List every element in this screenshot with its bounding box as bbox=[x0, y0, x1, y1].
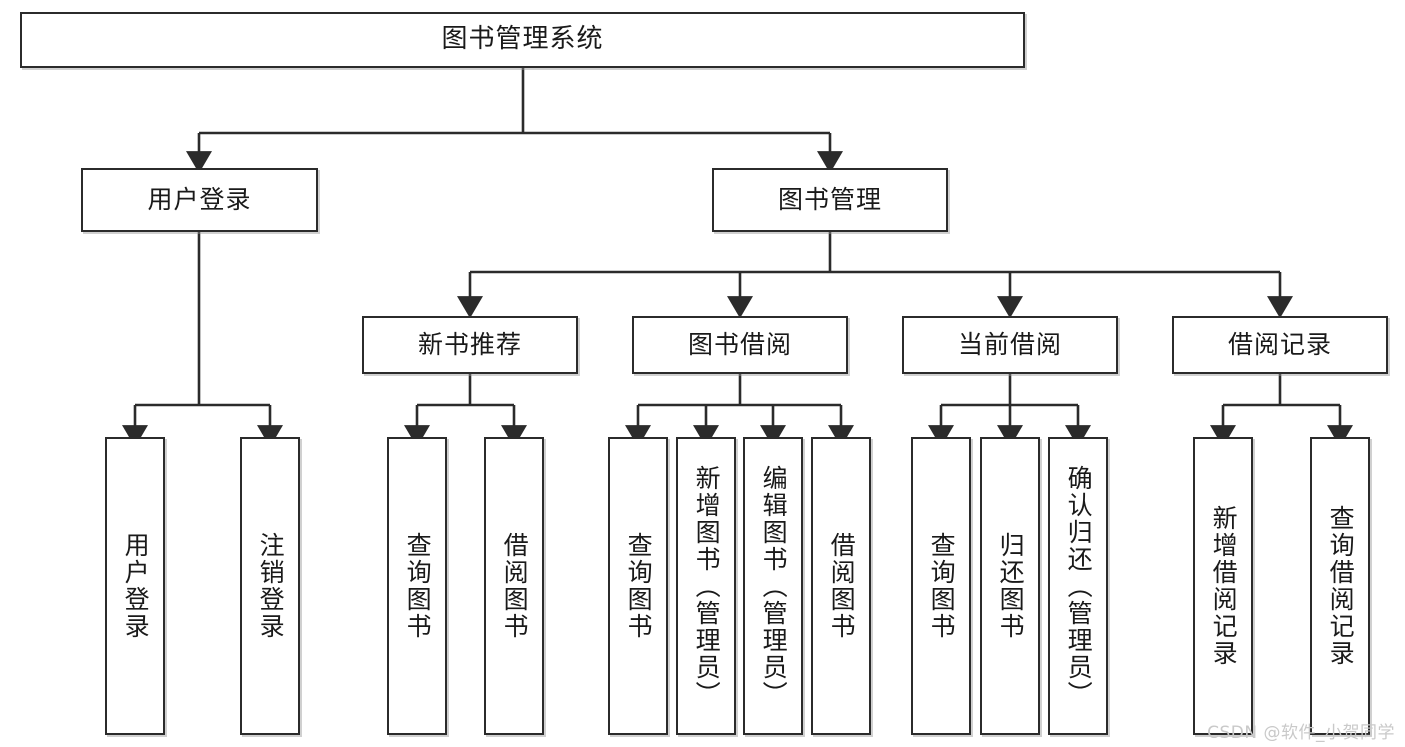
node-label: 编辑图书（管理员） bbox=[759, 464, 789, 708]
node-label: 借阅记录 bbox=[1227, 330, 1332, 359]
node-label: 新增借阅记录 bbox=[1209, 505, 1239, 667]
node-label: 用户登录 bbox=[147, 185, 252, 214]
node-label: 查询借阅记录 bbox=[1326, 505, 1356, 667]
node-book-management-system[interactable]: 图书管理系统 bbox=[20, 12, 1025, 68]
node-label: 确认归还（管理员） bbox=[1064, 464, 1094, 708]
leaf-query-book-new-rec[interactable]: 查询图书 bbox=[387, 437, 447, 735]
node-label: 当前借阅 bbox=[957, 330, 1062, 359]
node-label: 归还图书 bbox=[996, 532, 1026, 640]
node-book-management[interactable]: 图书管理 bbox=[712, 168, 948, 232]
node-label: 查询图书 bbox=[403, 532, 433, 640]
node-label: 注销登录 bbox=[256, 532, 286, 640]
leaf-logout[interactable]: 注销登录 bbox=[240, 437, 300, 735]
leaf-query-borrow-record[interactable]: 查询借阅记录 bbox=[1310, 437, 1370, 735]
node-label: 借阅图书 bbox=[827, 532, 857, 640]
leaf-add-book-admin[interactable]: 新增图书（管理员） bbox=[676, 437, 736, 735]
leaf-borrow-book-new-rec[interactable]: 借阅图书 bbox=[484, 437, 544, 735]
node-user-login[interactable]: 用户登录 bbox=[81, 168, 318, 232]
leaf-query-book-current[interactable]: 查询图书 bbox=[911, 437, 971, 735]
node-label: 用户登录 bbox=[121, 532, 151, 640]
leaf-confirm-return-admin[interactable]: 确认归还（管理员） bbox=[1048, 437, 1108, 735]
node-label: 图书借阅 bbox=[687, 330, 792, 359]
node-label: 借阅图书 bbox=[500, 532, 530, 640]
node-new-book-recommendation[interactable]: 新书推荐 bbox=[362, 316, 578, 374]
node-label: 图书管理系统 bbox=[441, 24, 604, 55]
node-borrowing-record[interactable]: 借阅记录 bbox=[1172, 316, 1388, 374]
node-label: 新书推荐 bbox=[417, 330, 522, 359]
node-current-borrowing[interactable]: 当前借阅 bbox=[902, 316, 1118, 374]
leaf-edit-book-admin[interactable]: 编辑图书（管理员） bbox=[743, 437, 803, 735]
node-label: 查询图书 bbox=[624, 532, 654, 640]
node-book-borrowing[interactable]: 图书借阅 bbox=[632, 316, 848, 374]
leaf-borrow-book[interactable]: 借阅图书 bbox=[811, 437, 871, 735]
node-label: 图书管理 bbox=[777, 185, 882, 214]
node-label: 新增图书（管理员） bbox=[692, 464, 722, 708]
leaf-query-book-borrow[interactable]: 查询图书 bbox=[608, 437, 668, 735]
node-label: 查询图书 bbox=[927, 532, 957, 640]
leaf-return-book[interactable]: 归还图书 bbox=[980, 437, 1040, 735]
csdn-watermark: CSDN @软件_小贺同学 bbox=[1207, 723, 1395, 743]
leaf-user-login[interactable]: 用户登录 bbox=[105, 437, 165, 735]
leaf-add-borrow-record[interactable]: 新增借阅记录 bbox=[1193, 437, 1253, 735]
